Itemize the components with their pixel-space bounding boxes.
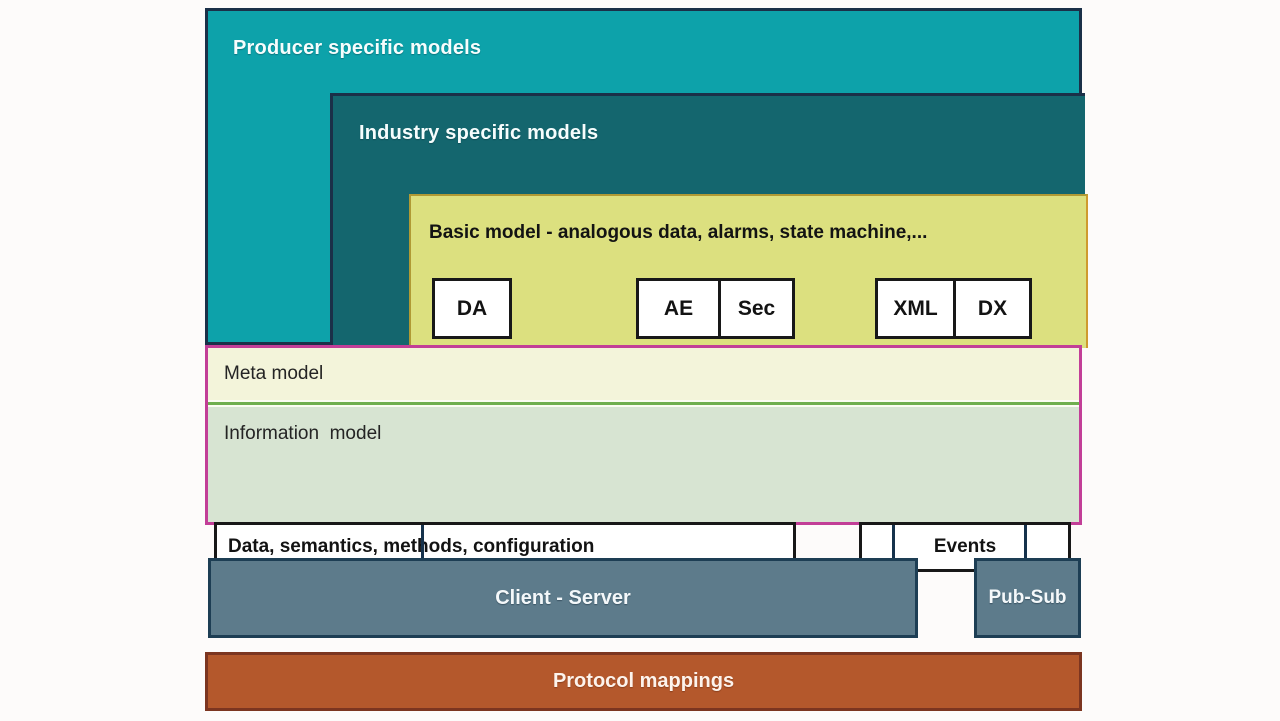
sec-box-label: Sec	[737, 296, 776, 320]
xml-dx-pair: XML DX	[875, 278, 1032, 339]
client-server-box: Client - Server	[208, 558, 918, 638]
meta-info-divider	[208, 400, 1079, 407]
dx-box-label: DX	[977, 296, 1008, 320]
meta-information-model-block: Meta model Information model Data, seman…	[205, 345, 1082, 572]
ae-box: AE	[636, 278, 721, 339]
events-label: Events	[933, 536, 997, 557]
connector-line-left	[421, 525, 424, 559]
dx-box: DX	[953, 278, 1032, 339]
xml-box-label: XML	[893, 296, 938, 320]
industry-layer-label: Industry specific models	[359, 122, 599, 144]
meta-model-band: Meta model	[208, 348, 1079, 400]
pub-sub-box: Pub-Sub	[974, 558, 1081, 638]
producer-specific-models-layer: Producer specific models Industry specif…	[205, 8, 1088, 348]
data-semantics-label: Data, semantics, methods, configuration	[228, 536, 595, 557]
da-box-label: DA	[456, 296, 488, 320]
ae-sec-pair: AE Sec	[636, 278, 795, 339]
client-server-label: Client - Server	[495, 586, 631, 609]
sec-box: Sec	[718, 278, 795, 339]
basic-model-label: Basic model - analogous data, alarms, st…	[429, 222, 928, 243]
producer-layer-label: Producer specific models	[233, 37, 482, 59]
industry-specific-models-layer: Industry specific models Basic model - a…	[330, 93, 1088, 348]
pub-sub-label: Pub-Sub	[988, 587, 1067, 608]
xml-box: XML	[875, 278, 956, 339]
connector-line-middle	[892, 525, 895, 559]
information-model-label: Information model	[224, 423, 382, 444]
basic-model-layer: Basic model - analogous data, alarms, st…	[409, 194, 1088, 348]
meta-model-label: Meta model	[224, 363, 324, 384]
ae-box-label: AE	[663, 296, 694, 320]
connector-line-right	[1024, 525, 1027, 559]
protocol-mappings-label: Protocol mappings	[552, 670, 735, 692]
da-box: DA	[432, 278, 512, 339]
protocol-mappings-bar: Protocol mappings	[205, 652, 1082, 711]
information-model-band: Information model Data, semantics, metho…	[208, 407, 1079, 572]
